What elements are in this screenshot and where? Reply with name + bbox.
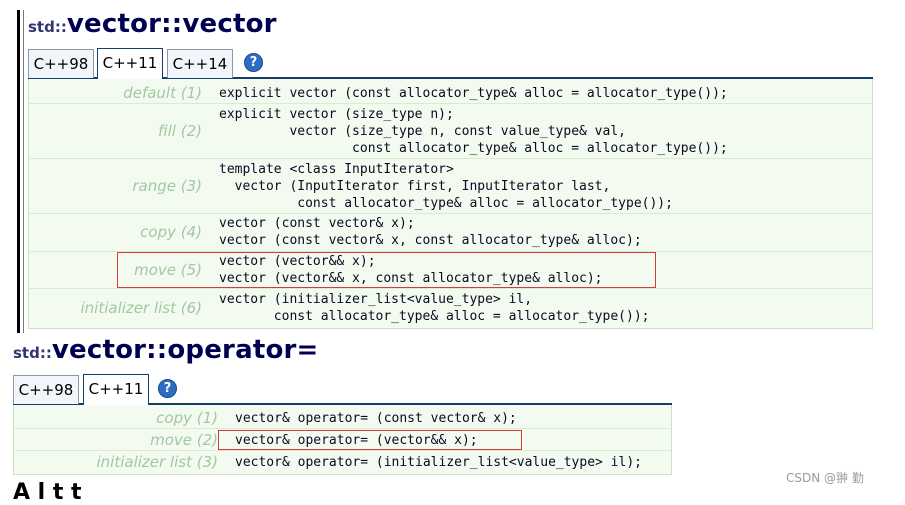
title-namespace: std:: [13, 344, 52, 362]
row-divider [28, 213, 873, 214]
help-icon[interactable]: ? [158, 379, 177, 398]
tab-cpp14[interactable]: C++14 [167, 49, 233, 78]
cut-off-heading: A l t t [13, 480, 82, 505]
tab-cpp98[interactable]: C++98 [13, 375, 79, 404]
row-label-copy: copy (1) [156, 409, 218, 427]
help-icon[interactable]: ? [244, 53, 263, 72]
row-code-fill: explicit vector (size_type n); vector (s… [219, 107, 728, 156]
syntax-panel [13, 405, 672, 475]
tab-cpp11[interactable]: C++11 [97, 48, 163, 79]
panel-bottom-border [28, 328, 873, 329]
panel-bottom-border [13, 474, 672, 475]
tab-cpp98[interactable]: C++98 [28, 49, 94, 78]
page-title-operator: std::vector::operator= [13, 335, 319, 365]
row-code-range: template <class InputIterator> vector (I… [219, 162, 673, 211]
row-code-default: explicit vector (const allocator_type& a… [219, 86, 728, 101]
row-divider [28, 103, 873, 104]
tabs-underline [13, 403, 672, 405]
left-border-bar [17, 10, 20, 333]
page-title: std::vector::vector [28, 9, 277, 39]
left-border-bar-inner [23, 10, 24, 333]
title-name: vector::operator= [51, 335, 319, 365]
row-label-move: move (5) [134, 261, 202, 279]
row-code-move: vector (vector&& x); vector (vector&& x,… [219, 254, 603, 286]
move-highlight-box [117, 252, 656, 288]
title-name: vector::vector [66, 9, 277, 39]
row-label-range: range (3) [132, 177, 202, 195]
row-code-initializer-list: vector (initializer_list<value_type> il,… [219, 292, 650, 324]
row-code-initializer-list: vector& operator= (initializer_list<valu… [235, 455, 642, 470]
row-label-copy: copy (4) [140, 223, 202, 241]
row-label-fill: fill (2) [157, 122, 202, 140]
row-label-default: default (1) [123, 84, 202, 102]
row-label-initializer-list: initializer list (6) [80, 299, 202, 317]
tab-cpp11[interactable]: C++11 [83, 374, 149, 405]
move-highlight-box [218, 430, 522, 450]
watermark: CSDN @翀 勤 [786, 471, 864, 485]
row-label-initializer-list: initializer list (3) [96, 453, 218, 471]
row-code-move: vector& operator= (vector&& x); [235, 433, 478, 448]
row-divider [28, 251, 873, 252]
title-namespace: std:: [28, 18, 67, 36]
row-code-copy: vector& operator= (const vector& x); [235, 411, 517, 426]
row-divider [13, 428, 672, 429]
tabs-underline [28, 77, 873, 79]
row-divider [13, 450, 672, 451]
row-divider [28, 158, 873, 159]
row-label-move: move (2) [150, 431, 218, 449]
row-code-copy: vector (const vector& x); vector (const … [219, 216, 642, 248]
row-divider [28, 288, 873, 289]
